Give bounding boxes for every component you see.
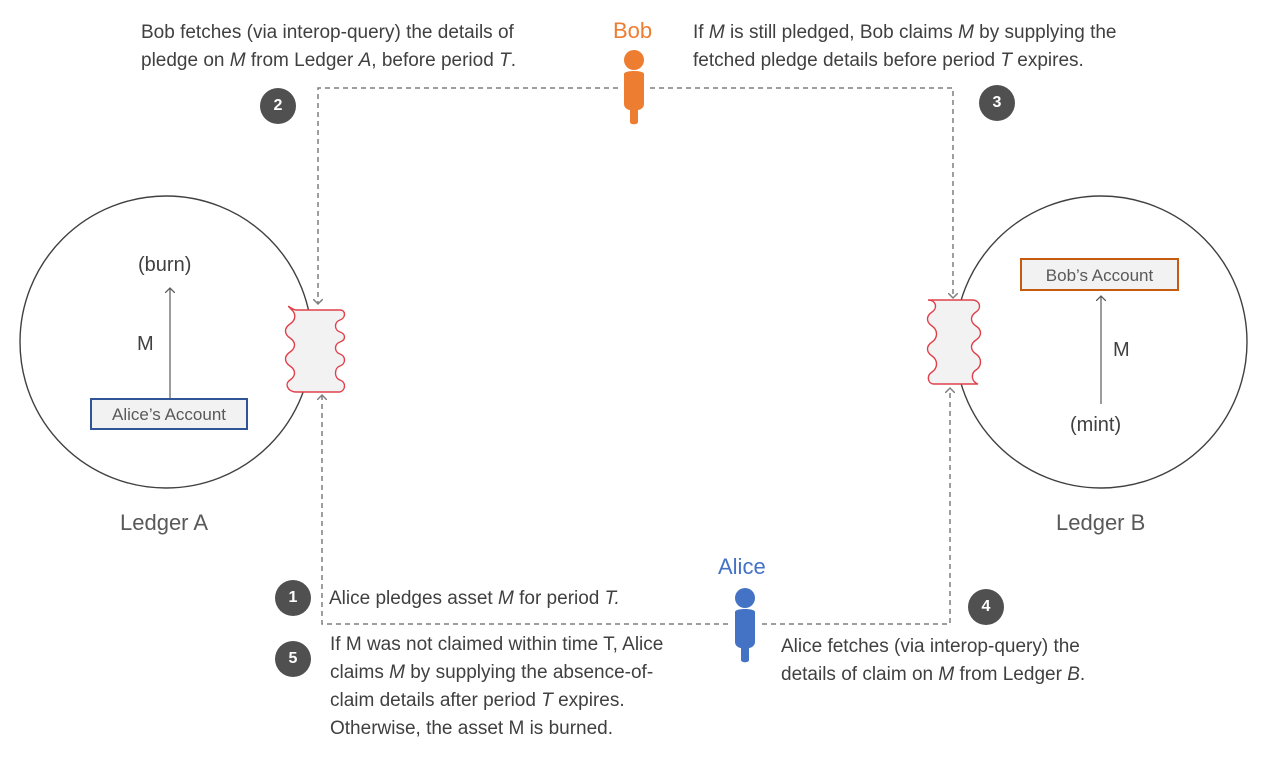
scroll-icon-ledger-a xyxy=(284,305,346,393)
step-2-line: Bob fetches (via interop-query) the deta… xyxy=(141,19,516,47)
alice-account-box: Alice’s Account xyxy=(90,398,248,430)
dashed-path-step-4 xyxy=(762,388,950,625)
step-text-run: , before period xyxy=(371,50,500,71)
step-3-line: fetched pledge details before period T e… xyxy=(693,47,1116,75)
step-text-run: details of claim on xyxy=(781,664,939,685)
ledger-a-asset-label: M xyxy=(137,333,154,355)
step-2-line: pledge on M from Ledger A, before period… xyxy=(141,47,516,75)
step-text-run: M xyxy=(938,664,955,685)
step-5-text: If M was not claimed within time T, Alic… xyxy=(330,631,663,743)
step-text-run: . xyxy=(510,50,516,71)
step-5-line: If M was not claimed within time T, Alic… xyxy=(330,631,663,659)
step-1-badge: 1 xyxy=(275,580,311,616)
ledger-a-circle xyxy=(19,195,313,489)
step-3-line: If M is still pledged, Bob claims M by s… xyxy=(693,19,1116,47)
ledger-a-burn-label: (burn) xyxy=(138,254,192,276)
step-text-run: T xyxy=(541,690,553,711)
step-text-run: fetched pledge details before period xyxy=(693,50,1001,71)
step-4-line: Alice fetches (via interop-query) the xyxy=(781,633,1085,661)
step-text-run: for period xyxy=(513,588,605,609)
step-text-run: T xyxy=(1000,50,1012,71)
step-3-badge: 3 xyxy=(979,85,1015,121)
step-text-run: claims xyxy=(330,662,390,683)
step-text-run: T. xyxy=(604,588,620,609)
ledger-b-label: Ledger B xyxy=(1056,510,1146,535)
ledger-b-asset-label: M xyxy=(1113,339,1130,361)
ledger-b-mint-label: (mint) xyxy=(1070,414,1122,436)
dashed-path-step-2 xyxy=(318,87,618,304)
step-text-run: by supplying the absence-of- xyxy=(404,662,654,683)
step-5-badge: 5 xyxy=(275,641,311,677)
step-text-run: claim details after period xyxy=(330,690,542,711)
step-text-run: from Ledger xyxy=(245,50,359,71)
step-5-line: Otherwise, the asset M is burned. xyxy=(330,715,663,743)
step-text-run: A xyxy=(358,50,372,71)
bob-account-box: Bob’s Account xyxy=(1020,258,1179,291)
scroll-icon-ledger-b xyxy=(926,299,982,385)
step-text-run: Bob fetches (via interop-query) the deta… xyxy=(141,22,514,43)
step-text-run: T xyxy=(499,50,511,71)
step-5-line: claims M by supplying the absence-of- xyxy=(330,659,663,687)
step-5-line: claim details after period T expires. xyxy=(330,687,663,715)
step-1-text: Alice pledges asset M for period T. xyxy=(329,585,620,613)
step-text-run: M xyxy=(229,50,246,71)
step-text-run: If M was not claimed within time T, Alic… xyxy=(330,634,664,655)
step-2-text: Bob fetches (via interop-query) the deta… xyxy=(141,19,516,75)
step-text-run: M xyxy=(708,22,725,43)
step-text-run: Alice pledges asset xyxy=(329,588,498,609)
dashed-path-step-1 xyxy=(322,395,728,625)
step-1-line: Alice pledges asset M for period T. xyxy=(329,585,620,613)
step-text-run: expires. xyxy=(552,690,625,711)
step-text-run: Alice fetches (via interop-query) the xyxy=(781,636,1080,657)
step-text-run: Otherwise, the asset M is burned. xyxy=(330,718,614,739)
step-2-badge: 2 xyxy=(260,88,296,124)
dashed-path-step-3 xyxy=(650,87,953,298)
step-text-run: expires. xyxy=(1012,50,1084,71)
step-text-run: by supplying the xyxy=(973,22,1117,43)
step-text-run: M xyxy=(389,662,405,683)
step-text-run: . xyxy=(1079,664,1086,685)
step-text-run: M xyxy=(958,22,974,43)
ledger-a-label: Ledger A xyxy=(120,510,209,535)
step-text-run: from Ledger xyxy=(954,664,1068,685)
step-3-text: If M is still pledged, Bob claims M by s… xyxy=(693,19,1116,75)
step-4-line: details of claim on M from Ledger B. xyxy=(781,661,1085,689)
step-text-run: B xyxy=(1067,664,1080,685)
step-text-run: pledge on xyxy=(141,50,230,71)
step-4-badge: 4 xyxy=(968,589,1004,625)
bob-name: Bob xyxy=(613,18,653,43)
step-text-run: If xyxy=(693,22,709,43)
step-text-run: M xyxy=(498,588,514,609)
step-text-run: is still pledged, Bob claims xyxy=(724,22,959,43)
alice-name: Alice xyxy=(718,554,766,579)
alice-person-icon xyxy=(735,588,755,663)
bob-person-icon xyxy=(624,50,644,125)
step-4-text: Alice fetches (via interop-query) the det… xyxy=(781,633,1085,689)
